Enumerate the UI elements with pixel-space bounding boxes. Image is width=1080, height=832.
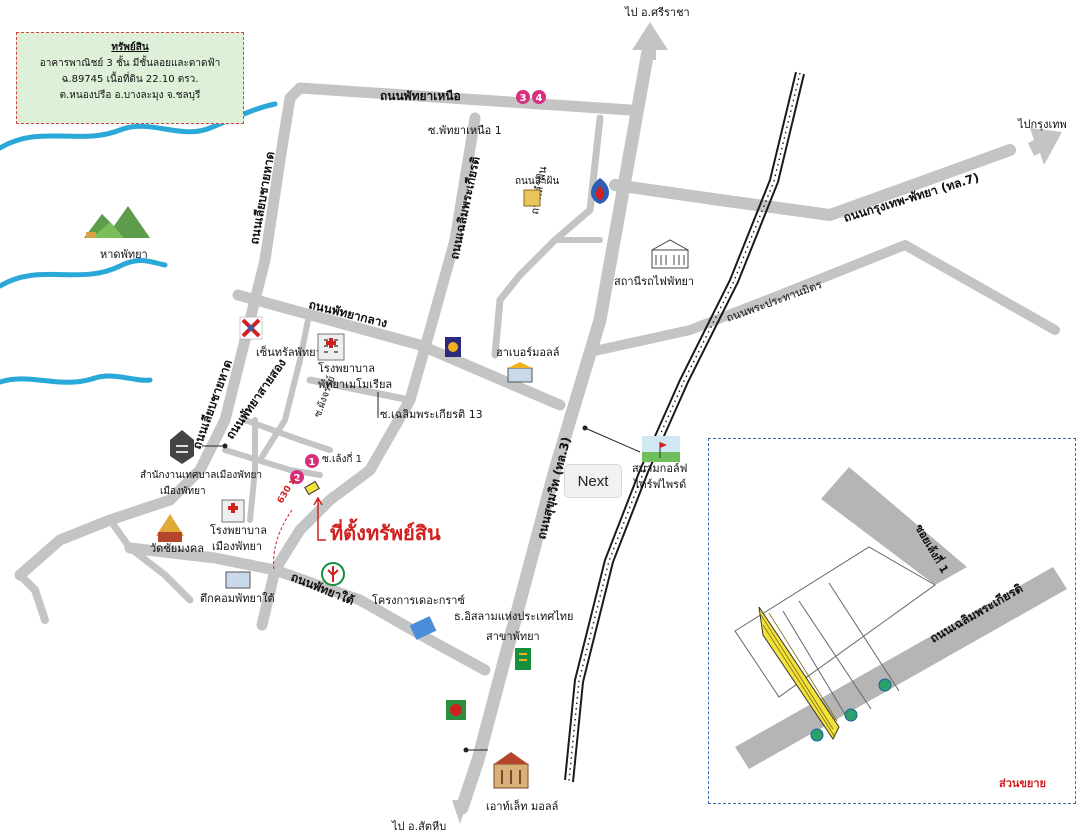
to-sattahip-arrow xyxy=(452,800,468,824)
inset-plot-divider-2 xyxy=(798,600,872,710)
marker-3: 3 xyxy=(516,90,530,104)
golf-label-2: ไดร์ฟไพรด์ xyxy=(633,478,686,491)
railway-station-label: สถานีรถไฟพัทยา xyxy=(614,275,694,288)
distance-label: 630 ม. xyxy=(276,473,300,505)
inset-plot-divider-1 xyxy=(782,610,850,722)
location-bracket xyxy=(317,520,326,541)
marker-4: 4 xyxy=(532,90,546,104)
next-button[interactable]: Next xyxy=(564,464,622,498)
nongnam-label: ถนนลำฝ้น xyxy=(515,175,559,187)
location-arrow xyxy=(313,496,323,520)
mall-icon-harbor-sign xyxy=(445,337,461,357)
bank-icon-blue xyxy=(409,616,437,640)
city-hall-label: สำนักงานเทศบาลเมืองพัทยา xyxy=(140,469,262,481)
city-hall-pointer-dot xyxy=(222,443,228,449)
info-line-3: ต.หนองปรือ อ.บางละมุง จ.ชลบุรี xyxy=(59,90,201,101)
soi-chalerm-13-label: ซ.เฉลิมพระเกียรติ 13 xyxy=(380,408,483,421)
inset-soi-road xyxy=(821,467,967,585)
car-icon-2 xyxy=(844,708,858,722)
central-logo-icon xyxy=(239,316,263,340)
phra-tamnak-road-label: ถนนพระประทานมิตร xyxy=(725,278,824,325)
harbor-mall-label: ฮาเบอร์มอลล์ xyxy=(496,346,560,359)
property-info-box: ทรัพย์สิน อาคารพาณิชย์ 3 ชั้น มีชั้นลอยแ… xyxy=(16,32,244,124)
north-pattaya-road-label: ถนนพัทยาเหนือ xyxy=(380,89,461,103)
inset-label: ส่วนขยาย xyxy=(999,777,1046,790)
railway xyxy=(564,71,805,783)
inset-canvas: ถนนเฉลิมพระเกียรติ ซอยเล้งกี่ 1 ส่วนขยาย xyxy=(734,467,1067,790)
outlet-pointer-dot xyxy=(463,747,469,753)
hospital-city-label: โรงพยาบาล xyxy=(210,523,267,537)
marker-1: 1 xyxy=(305,454,319,468)
marker-2: 2 xyxy=(290,470,304,484)
inset-property-hatch xyxy=(760,612,838,738)
hospital-memorial-label-2: พัทยาเมโมเรียล xyxy=(318,377,392,391)
svg-text:4: 4 xyxy=(536,93,543,104)
islamic-bank-label: ธ.อิสลามแห่งประเทศไทย xyxy=(454,610,573,623)
car-icon-3 xyxy=(878,678,892,692)
info-line-2: ฉ.89745 เนื้อที่ดิน 22.10 ตรว. xyxy=(61,74,199,85)
golf-icon xyxy=(642,436,680,462)
inset-property-plot xyxy=(758,606,840,740)
ptt-icon xyxy=(591,178,609,204)
bank-icon xyxy=(515,648,531,670)
info-line-1: อาคารพาณิชย์ 3 ชั้น มีชั้นลอยและดาดฟ้า xyxy=(39,58,221,69)
hospital-icon xyxy=(317,333,345,361)
to-sriracha-label: ไป อ.ศรีราชา xyxy=(624,6,690,19)
city-hall-label-2: เมืองพัทยา xyxy=(160,485,206,497)
to-bangkok-label: ไปกรุงเทพ xyxy=(1017,118,1067,131)
inset-plot-divider-3 xyxy=(828,582,900,692)
road-network xyxy=(14,22,1062,815)
islamic-bank-label-2: สาขาพัทยา xyxy=(486,630,540,643)
tuk-com-label: ตึกคอมพัทยาใต้ xyxy=(200,592,275,605)
inset-main-road xyxy=(735,567,1067,769)
mall-icon xyxy=(507,362,533,383)
property-location-label: ที่ตั้งทรัพย์สิน xyxy=(330,518,441,545)
outlet-mall-icon xyxy=(493,752,529,789)
distance-path xyxy=(273,509,293,571)
svg-text:3: 3 xyxy=(520,93,527,104)
soi-north-1-label: ซ.พัทยาเหนือ 1 xyxy=(428,124,502,137)
car-icon-1 xyxy=(810,728,824,742)
kbank-icon xyxy=(321,562,345,586)
to-sattahip-label: ไป อ.สัตหีบ xyxy=(391,820,446,832)
outlet-label: เอาท์เล็ท มอลล์ xyxy=(486,799,558,813)
golf-label: สนามกอล์ฟ xyxy=(632,462,687,475)
svg-text:1: 1 xyxy=(309,457,316,468)
hill-icon xyxy=(84,206,150,238)
golf-pointer-dot xyxy=(582,425,588,431)
temple-label: วัดชัยมงคล xyxy=(150,542,204,555)
property-marker xyxy=(304,480,320,496)
pattaya-beach-label: หาดพัทยา xyxy=(100,248,148,261)
temple-icon xyxy=(156,514,184,542)
the-grand-label: โครงการเดอะกราซ์ xyxy=(372,593,465,607)
hospital-memorial-label: โรงพยาบาล xyxy=(318,361,375,375)
outlet-icon xyxy=(446,700,466,720)
shop-icon-nongnam xyxy=(523,189,541,207)
svg-text:2: 2 xyxy=(294,473,301,484)
inset-enlargement: ถนนเฉลิมพระเกียรติ ซอยเล้งกี่ 1 ส่วนขยาย xyxy=(708,438,1076,804)
hospital-icon-city xyxy=(221,499,245,523)
government-seal-icon xyxy=(170,430,194,464)
golf-pointer xyxy=(584,427,641,453)
chalerm-prakiat-road-label: ถนนเฉลิมพระเกียรติ xyxy=(447,155,482,260)
hospital-city-label-2: เมืองพัทยา xyxy=(212,540,262,553)
sea-waves xyxy=(0,101,278,385)
tuk-com-icon xyxy=(225,571,251,589)
soi-lengkee-label: ซ.เล้งกี่ 1 xyxy=(322,451,362,465)
station-icon xyxy=(651,239,689,269)
info-title: ทรัพย์สิน xyxy=(111,42,149,53)
